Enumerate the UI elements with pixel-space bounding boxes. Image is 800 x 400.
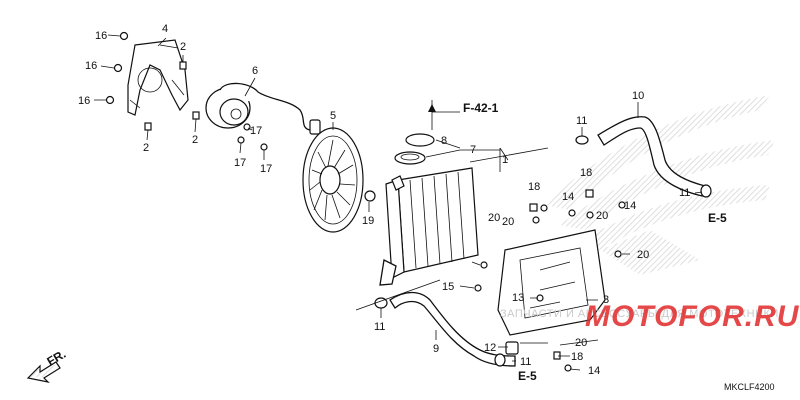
label-2c: 2 (192, 134, 198, 146)
watermark-text: ЗАПЧАСТИ И АКСЕССУАРЫ ДЛЯ МОТОТЕХНИКИ (500, 308, 779, 320)
label-19: 19 (362, 215, 374, 227)
fan-motor-6 (205, 82, 321, 135)
label-20d: 20 (575, 337, 587, 349)
label-14c: 14 (588, 365, 600, 377)
label-12: 12 (484, 342, 496, 354)
label-11d: 11 (520, 356, 531, 368)
label-3: 3 (603, 294, 609, 306)
label-2b: 2 (143, 142, 149, 154)
label-6: 6 (252, 65, 258, 77)
label-20a: 20 (502, 216, 514, 228)
label-16c: 16 (78, 95, 90, 107)
upper-hose-10 (597, 116, 706, 197)
gasket-8 (405, 133, 435, 147)
front-arrow-icon (26, 361, 61, 383)
label-10: 10 (632, 90, 644, 102)
label-13a: 13 (512, 292, 524, 304)
label-16a: 16 (95, 30, 107, 42)
label-11c: 11 (374, 321, 385, 333)
label-ref-engine-b: E-5 (518, 369, 537, 383)
label-5: 5 (330, 110, 336, 122)
label-ref-engine-a: E-5 (708, 211, 727, 225)
label-20e: 20 (488, 212, 500, 224)
label-9: 9 (433, 343, 439, 355)
fan-bracket-4 (127, 39, 189, 116)
radiator-1 (379, 167, 479, 286)
label-16b: 16 (85, 60, 97, 72)
frame-ref-arrow (428, 104, 436, 130)
label-1: 1 (502, 154, 508, 166)
radiator-cap-7 (394, 151, 426, 165)
label-17b: 17 (234, 157, 246, 169)
grommet-19 (364, 190, 376, 202)
collar-12 (505, 341, 519, 355)
label-14b: 14 (624, 200, 636, 212)
background-wing-watermark (545, 95, 775, 275)
label-20c: 20 (637, 249, 649, 261)
hose-clamp-11d (494, 353, 506, 367)
watermark-logo: MOTOFOR.RU (585, 300, 800, 333)
label-11a: 11 (576, 115, 587, 127)
label-17a: 17 (250, 125, 262, 137)
label-15: 15 (442, 281, 454, 293)
radiator-shroud-3 (497, 229, 606, 336)
diagram-code: MKCLF4200 (724, 382, 775, 392)
label-18c: 18 (571, 351, 583, 363)
label-7: 7 (470, 144, 476, 156)
label-4: 4 (162, 23, 168, 35)
lower-hose-9 (389, 291, 516, 367)
label-ref-frame: F-42-1 (463, 101, 499, 115)
label-2a: 2 (180, 41, 186, 53)
front-label: FR. (45, 347, 69, 369)
hose-clamp-11b (700, 184, 712, 198)
label-18a: 18 (528, 181, 540, 193)
label-18b: 18 (580, 167, 592, 179)
cooling-fan-5 (302, 127, 364, 233)
label-11b: 11 (679, 187, 690, 199)
label-8: 8 (441, 135, 447, 147)
hose-clamp-11a (575, 135, 589, 145)
label-17c: 17 (260, 163, 272, 175)
part-labels: 1 2 2 2 3 4 5 6 7 8 9 10 11 11 11 11 12 … (45, 23, 728, 383)
label-14a: 14 (562, 191, 574, 203)
label-20b: 20 (596, 210, 608, 222)
